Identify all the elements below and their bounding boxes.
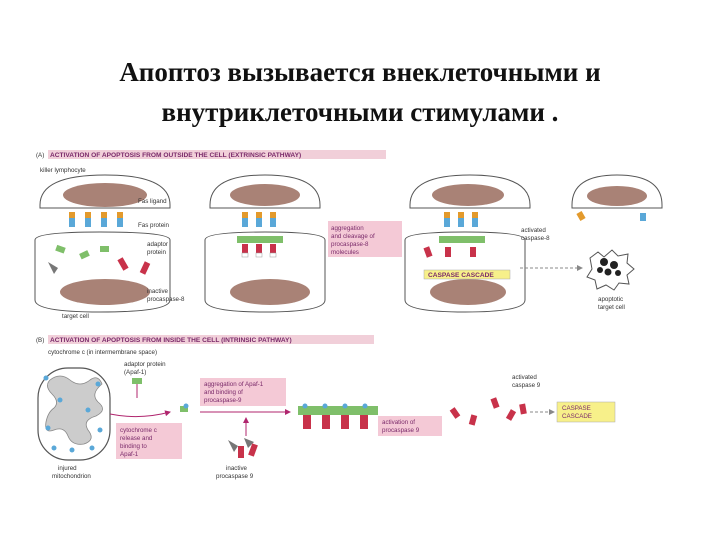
fas-protein-label: Fas protein bbox=[138, 222, 170, 229]
aggregation-box bbox=[328, 221, 402, 257]
injured-mitochondrion: injured mitochondrion bbox=[37, 367, 111, 480]
cytochrome-label: cytochrome c (in intermembrane space) bbox=[48, 349, 157, 356]
adaptor-protein bbox=[55, 244, 66, 254]
inactive-b-label-1: inactive bbox=[226, 465, 248, 472]
activated-b-label-2: caspase 9 bbox=[512, 382, 541, 389]
fas-ligand-label: Fas ligand bbox=[138, 198, 167, 205]
target-cell-label: target cell bbox=[62, 313, 89, 320]
caspase-cascade-label: CASPASE CASCADE bbox=[428, 272, 494, 279]
inactive-label-1: inactive bbox=[147, 288, 169, 295]
target-nucleus bbox=[60, 279, 150, 305]
killer-lymphocyte-label: killer lymphocyte bbox=[40, 167, 86, 174]
aggregation-label-1: aggregation bbox=[331, 225, 364, 232]
adaptor-b-label-1: adaptor protein bbox=[124, 361, 166, 368]
aggregation-label-2: and cleavage of bbox=[331, 233, 375, 240]
activation-label-1: activation of bbox=[382, 419, 415, 426]
cell-stage-4: apoptotic target cell bbox=[571, 174, 663, 311]
release-label-3: binding to bbox=[120, 443, 147, 450]
apoptotic-label-1: apoptotic bbox=[598, 296, 623, 303]
caspase-cascade-box bbox=[423, 269, 511, 280]
release-label-2: release and bbox=[120, 435, 153, 442]
release-label-4: Apaf-1 bbox=[120, 451, 139, 458]
release-label-1: cytochrome c bbox=[120, 427, 157, 434]
cell-stage-1: killer lymphocyte Fas ligand Fas protein… bbox=[34, 167, 185, 320]
apoptosome bbox=[298, 403, 378, 429]
slide-title: Апоптоз вызывается внеклеточными и внутр… bbox=[0, 52, 720, 132]
agg-b-label-3: procaspase-9 bbox=[204, 397, 242, 404]
cascade-b-label-2: CASCADE bbox=[562, 413, 592, 420]
inactive-label-2: procaspase-8 bbox=[147, 296, 185, 303]
agg-b-label-2: and binding of bbox=[204, 389, 243, 396]
injured-label-2: mitochondrion bbox=[52, 473, 91, 480]
adaptor-b-label-2: (Apaf-1) bbox=[124, 369, 146, 376]
cascade-b-label-1: CASPASE bbox=[562, 405, 591, 412]
activation-label-2: procaspase 9 bbox=[382, 427, 420, 434]
cell-stage-3: CASPASE CASCADE activated caspase-8 bbox=[404, 174, 583, 313]
panel-a-letter: (A) bbox=[36, 152, 44, 159]
panel-a: (A) ACTIVATION OF APOPTOSIS FROM OUTSIDE… bbox=[34, 150, 663, 320]
panel-b-header: ACTIVATION OF APOPTOSIS FROM INSIDE THE … bbox=[50, 337, 292, 344]
inactive-b-label-2: procaspase 9 bbox=[216, 473, 254, 480]
injured-label-1: injured bbox=[58, 465, 77, 472]
activated-b-label-1: activated bbox=[512, 374, 537, 381]
apaf1 bbox=[132, 378, 142, 384]
activated-label-2: caspase-8 bbox=[521, 235, 550, 242]
cell-stage-2: aggregation and cleavage of procaspase-8… bbox=[204, 174, 402, 313]
panel-b-letter: (B) bbox=[36, 337, 44, 344]
activated-label-1: activated bbox=[521, 227, 546, 234]
panel-a-header: ACTIVATION OF APOPTOSIS FROM OUTSIDE THE… bbox=[50, 152, 301, 159]
title-line-1: Апоптоз вызывается внеклеточными и bbox=[119, 57, 601, 87]
agg-b-label-1: aggregation of Apaf-1 bbox=[204, 381, 264, 388]
title-line-2: внутриклеточными стимулами . bbox=[161, 97, 559, 127]
panel-a-header-bg bbox=[48, 150, 386, 159]
lymphocyte-nucleus bbox=[63, 183, 147, 207]
adaptor-label-1: adaptor bbox=[147, 241, 168, 248]
aggregation-label-3: procaspase-8 bbox=[331, 241, 369, 248]
aggregation-label-4: molecules bbox=[331, 249, 359, 256]
panel-b: (B) ACTIVATION OF APOPTOSIS FROM INSIDE … bbox=[36, 335, 616, 480]
adaptor-label-2: protein bbox=[147, 249, 166, 256]
apoptotic-label-2: target cell bbox=[598, 304, 625, 311]
inactive-procaspase bbox=[48, 262, 58, 274]
